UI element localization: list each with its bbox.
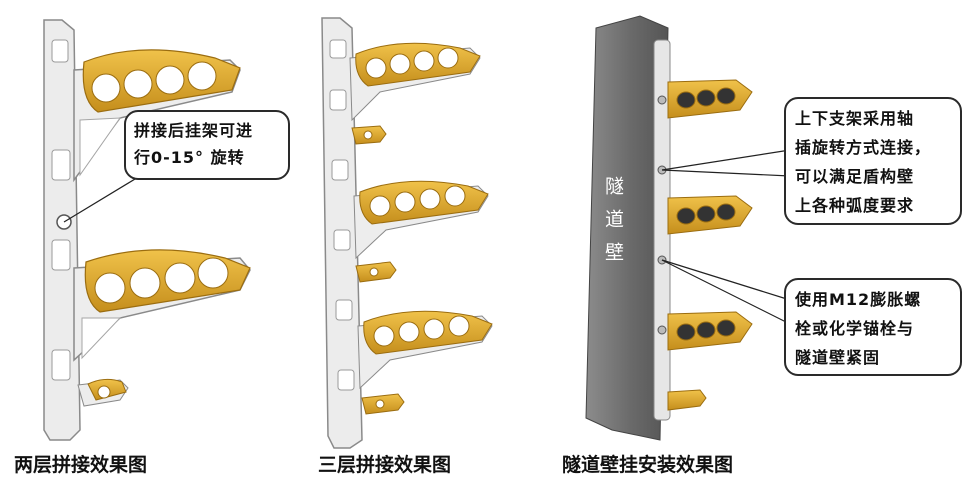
- tunnel-wall-install: [585, 15, 753, 441]
- caption-three-layer: 三层拼接效果图: [318, 454, 452, 476]
- callout-connection: 上下支架采用轴 插旋转方式连接， 可以满足盾构壁 上各种弧度要求: [784, 97, 962, 225]
- two-layer-bracket: [43, 19, 251, 441]
- three-layer-bracket: [321, 17, 493, 449]
- caption-two-layer: 两层拼接效果图: [14, 454, 148, 476]
- callout-fixing: 使用M12膨胀螺 栓或化学锚栓与 隧道壁紧固: [784, 278, 962, 376]
- leader-lines: [63, 149, 791, 325]
- caption-tunnel-install: 隧道壁挂安装效果图: [562, 454, 734, 476]
- callout-rotation: 拼接后挂架可进 行0-15° 旋转: [124, 110, 290, 180]
- wall-label: 隧道壁: [602, 176, 624, 275]
